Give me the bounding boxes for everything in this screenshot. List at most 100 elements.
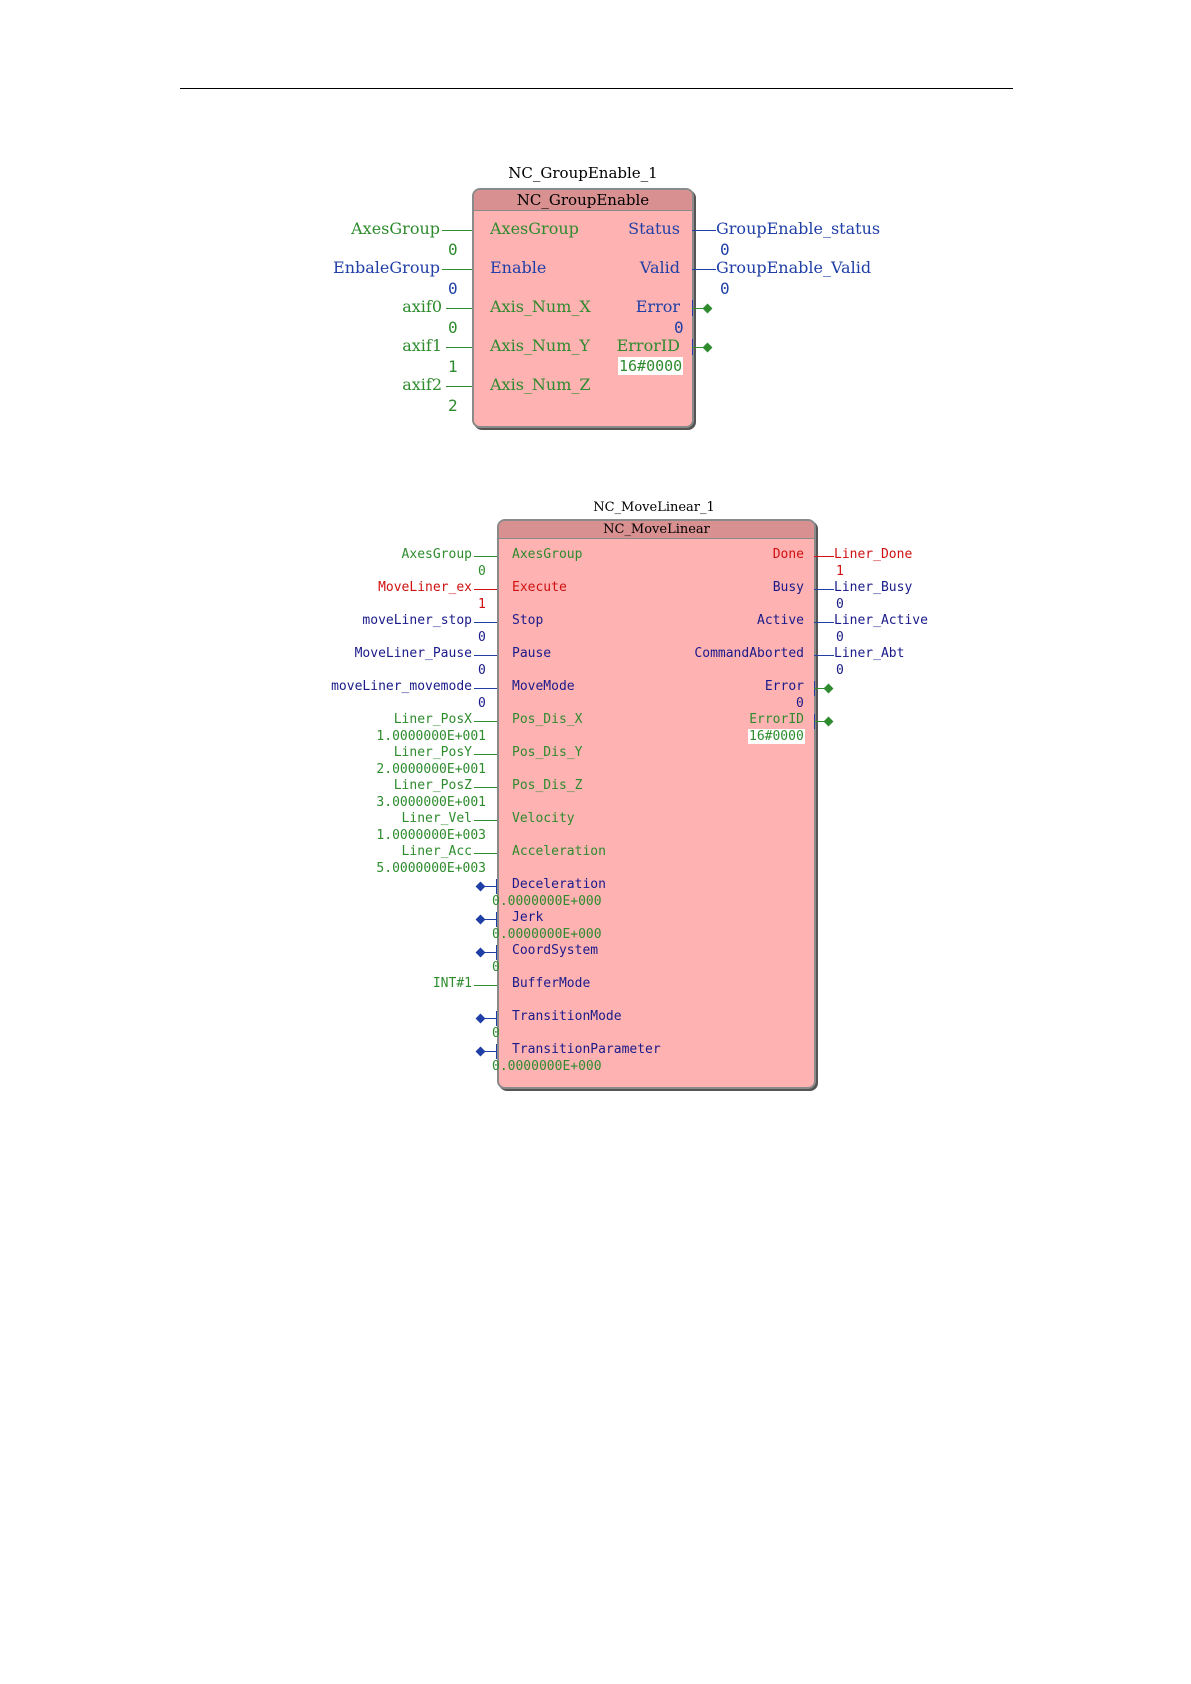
fb1-pin-axis-x[interactable]: Axis_Num_X <box>490 297 591 316</box>
fb1-var-enable: EnbaleGroup <box>333 258 440 277</box>
fb2-wire-velocity <box>474 820 497 821</box>
fb2-type-name: NC_MoveLinear <box>499 521 814 539</box>
fb2-bar-deceleration <box>496 879 497 894</box>
fb2-var-pause: MoveLiner_Pause <box>354 646 472 661</box>
fb2-pin-transitionparameter[interactable]: TransitionParameter <box>512 1042 661 1057</box>
fb2-var-active: Liner_Active <box>834 613 928 628</box>
fb2-wire-error <box>814 688 828 689</box>
fb2-pin-stop[interactable]: Stop <box>512 613 544 628</box>
fb2-val-pos-y: 2.0000000E+001 <box>376 762 486 777</box>
fb2-val-transitionmode: 0 <box>492 1026 500 1041</box>
fb2-val-pos-x: 1.0000000E+001 <box>376 729 486 744</box>
fb2-wire-acceleration <box>474 853 497 854</box>
fb1-var-axis-x: axif0 <box>402 297 442 316</box>
page-top-rule <box>180 88 1013 89</box>
fb2-pin-transitionmode[interactable]: TransitionMode <box>512 1009 622 1024</box>
fb1-pin-errorid[interactable]: ErrorID <box>616 336 680 355</box>
fb1-val-error: 0 <box>674 318 684 337</box>
fb2-val-pause: 0 <box>478 663 486 678</box>
fb2-wire-buffermode <box>474 985 497 986</box>
fb2-unconnected-errorid-icon <box>823 716 834 727</box>
fb1-pin-enable[interactable]: Enable <box>490 258 547 277</box>
fb2-val-deceleration: 0.0000000E+000 <box>492 894 602 909</box>
fb1-pin-valid[interactable]: Valid <box>639 258 680 277</box>
fb1-var-status: GroupEnable_status <box>716 219 881 238</box>
fb1-wire-enable <box>442 269 472 270</box>
fb2-var-acceleration: Liner_Acc <box>401 844 472 859</box>
fb2-val-transitionparameter: 0.0000000E+000 <box>492 1059 602 1074</box>
fb2-wire-errorid <box>814 721 828 722</box>
fb2-wire-pos-z <box>474 787 497 788</box>
fb1-var-axesgroup: AxesGroup <box>351 219 440 238</box>
fb2-bar-jerk <box>496 912 497 927</box>
fb2-wire-pos-x <box>474 721 497 722</box>
fb2-wire-pause <box>474 655 497 656</box>
fb2-var-movemode: moveLiner_movemode <box>331 679 472 694</box>
fb2-var-pos-y: Liner_PosY <box>393 745 472 760</box>
fb2-pin-pos-y[interactable]: Pos_Dis_Y <box>512 745 583 760</box>
fb1-wire-axis-x <box>446 308 472 309</box>
fb2-pin-buffermode[interactable]: BufferMode <box>512 976 591 991</box>
fb2-pin-velocity[interactable]: Velocity <box>512 811 575 826</box>
fb2-var-pos-z: Liner_PosZ <box>393 778 472 793</box>
fb2-val-commandaborted: 0 <box>836 663 844 678</box>
fb2-var-execute: MoveLiner_ex <box>378 580 472 595</box>
fb2-val-movemode: 0 <box>478 696 486 711</box>
fb1-val-axis-z: 2 <box>448 396 458 415</box>
fb2-wire-pos-y <box>474 754 497 755</box>
fb1-type-name: NC_GroupEnable <box>474 190 692 211</box>
fb2-pin-deceleration[interactable]: Deceleration <box>512 877 606 892</box>
fb1-wire-status <box>692 230 716 231</box>
fb1-val-axesgroup: 0 <box>448 240 458 259</box>
fb2-wire-deceleration <box>484 886 497 887</box>
fb2-pin-coordsystem[interactable]: CoordSystem <box>512 943 599 958</box>
fb2-pin-active[interactable]: Active <box>757 613 804 628</box>
fb2-pin-pos-z[interactable]: Pos_Dis_Z <box>512 778 583 793</box>
fb1-val-errorid: 16#0000 <box>618 357 684 375</box>
fb2-val-active: 0 <box>836 630 844 645</box>
fb2-pin-pause[interactable]: Pause <box>512 646 552 661</box>
fb1-wire-axis-y <box>446 347 472 348</box>
fb2-wire-commandaborted <box>814 655 834 656</box>
fb2-pin-busy[interactable]: Busy <box>772 580 804 595</box>
fb2-val-errorid: 16#0000 <box>748 729 805 744</box>
fb2-wire-coordsystem <box>484 952 497 953</box>
fb2-val-done: 1 <box>836 564 844 579</box>
fb1-pin-error[interactable]: Error <box>635 297 680 316</box>
fb2-pin-done[interactable]: Done <box>772 547 804 562</box>
fb2-pin-jerk[interactable]: Jerk <box>512 910 544 925</box>
fb2-var-busy: Liner_Busy <box>834 580 913 595</box>
fb2-pin-commandaborted[interactable]: CommandAborted <box>694 646 804 661</box>
fb2-val-pos-z: 3.0000000E+001 <box>376 795 486 810</box>
fb2-bar-transitionmode <box>496 1011 497 1026</box>
fb2-wire-movemode <box>474 688 497 689</box>
fb1-pin-axis-z[interactable]: Axis_Num_Z <box>490 375 591 394</box>
fb1-instance-name: NC_GroupEnable_1 <box>508 164 658 182</box>
fb2-val-acceleration: 5.0000000E+003 <box>376 861 486 876</box>
fb1-pin-axesgroup[interactable]: AxesGroup <box>490 219 579 238</box>
fb2-pin-error[interactable]: Error <box>764 679 804 694</box>
fb2-pin-acceleration[interactable]: Acceleration <box>512 844 606 859</box>
fb2-wire-busy <box>814 589 834 590</box>
fb1-wire-axis-z <box>446 386 472 387</box>
fb1-pin-axis-y[interactable]: Axis_Num_Y <box>490 336 590 355</box>
fb2-var-commandaborted: Liner_Abt <box>834 646 905 661</box>
fb2-val-stop: 0 <box>478 630 486 645</box>
fb2-pin-movemode[interactable]: MoveMode <box>512 679 575 694</box>
fb2-block[interactable]: NC_MoveLinear <box>497 519 816 1089</box>
fb2-wire-transitionmode <box>484 1018 497 1019</box>
fb1-wire-valid <box>692 269 716 270</box>
fb1-val-valid: 0 <box>720 279 730 298</box>
fb2-var-axesgroup: AxesGroup <box>401 547 472 562</box>
fb2-wire-transitionparameter <box>484 1051 497 1052</box>
fb1-wire-axesgroup <box>442 230 472 231</box>
fb2-wire-execute <box>474 589 497 590</box>
fb1-val-status: 0 <box>720 240 730 259</box>
fb2-var-buffermode: INT#1 <box>432 976 472 991</box>
fb2-pin-pos-x[interactable]: Pos_Dis_X <box>512 712 583 727</box>
fb1-pin-status[interactable]: Status <box>628 219 680 238</box>
fb1-unconnected-errorid-icon <box>702 342 713 353</box>
fb2-pin-errorid[interactable]: ErrorID <box>749 712 804 727</box>
fb2-pin-axesgroup[interactable]: AxesGroup <box>512 547 583 562</box>
fb2-pin-execute[interactable]: Execute <box>512 580 567 595</box>
